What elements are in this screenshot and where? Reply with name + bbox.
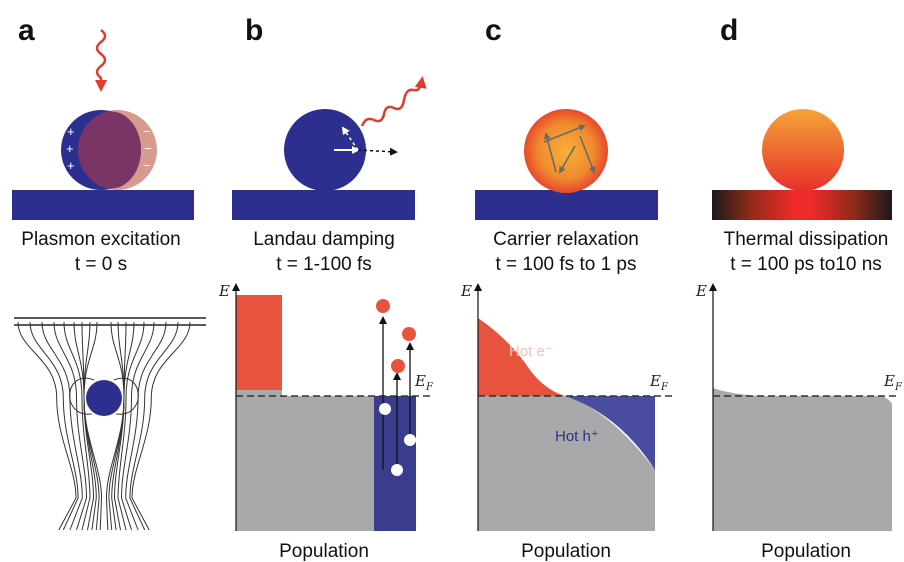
svg-text:+: + <box>67 158 75 173</box>
substrate <box>232 190 415 220</box>
substrate <box>12 190 194 220</box>
field-line <box>83 321 103 531</box>
nanoparticle-cross-section <box>86 380 122 416</box>
panel-d-energy-plot: E EF <box>695 282 903 531</box>
svg-text:−: − <box>144 141 152 156</box>
fermi-label: EF <box>649 372 669 393</box>
field-line <box>131 321 191 531</box>
hot-hole-label: Hot h⁺ <box>555 428 599 445</box>
equilibrium-distribution <box>478 396 655 531</box>
heated-substrate <box>712 190 892 220</box>
field-line <box>81 321 97 531</box>
panel-a-title: Plasmon excitation <box>21 229 180 250</box>
panel-d-top <box>712 109 892 220</box>
panel-letter-c: c <box>485 14 502 47</box>
fermi-label: EF <box>883 372 903 393</box>
field-line <box>53 321 88 531</box>
incident-photon-icon <box>95 29 107 92</box>
emitted-photon-icon <box>360 76 427 127</box>
panel-c-title: Carrier relaxation <box>493 229 639 250</box>
field-loop <box>69 377 95 415</box>
field-line <box>129 321 179 531</box>
hot-electron-label: Hot e⁻ <box>509 343 553 360</box>
hole-distribution <box>374 396 416 531</box>
hot-electron-tail <box>478 318 565 396</box>
field-line <box>117 321 145 531</box>
hot-nanoparticle <box>524 109 608 193</box>
panel-c-energy-plot: E EF Hot e⁻ Hot h⁺ <box>460 282 672 531</box>
svg-text:+: + <box>66 141 74 156</box>
field-line <box>41 321 83 531</box>
panel-a-top: + + + − − − <box>12 29 194 220</box>
panel-b-time: t = 1-100 fs <box>276 254 372 275</box>
field-line <box>120 321 155 531</box>
panel-b-top <box>232 76 427 220</box>
panel-c-time: t = 100 fs to 1 ps <box>495 254 636 275</box>
field-line <box>63 321 91 531</box>
field-line <box>113 321 135 531</box>
energy-axis-label: E <box>695 282 707 300</box>
panel-d-title: Thermal dissipation <box>724 229 889 250</box>
svg-text:+: + <box>67 124 75 139</box>
energy-axis-label: E <box>218 282 230 300</box>
field-line <box>29 321 79 531</box>
panel-c-x-label: Population <box>521 541 611 562</box>
panel-d-x-label: Population <box>761 541 851 562</box>
panel-letter-a: a <box>18 14 35 47</box>
panel-b-energy-plot: E EF <box>218 282 434 531</box>
energy-axis-label: E <box>460 282 472 300</box>
svg-text:−: − <box>143 158 151 173</box>
panel-c-top <box>475 109 658 220</box>
substrate <box>475 190 658 220</box>
panel-b-x-label: Population <box>279 541 369 562</box>
panel-b-title: Landau damping <box>253 229 395 250</box>
field-line <box>125 321 167 531</box>
panel-d-time: t = 100 ps to10 ns <box>730 254 882 275</box>
svg-text:−: − <box>143 124 151 139</box>
thermal-distribution <box>713 388 892 531</box>
panel-a-time: t = 0 s <box>75 254 127 275</box>
field-lines-diagram <box>14 317 206 531</box>
field-line <box>17 321 77 531</box>
field-line <box>111 321 127 531</box>
fermi-label: EF <box>414 372 434 393</box>
hot-hole-tail <box>565 396 655 470</box>
panel-letter-b: b <box>245 14 263 47</box>
warm-nanoparticle <box>762 109 844 191</box>
field-loop <box>113 377 139 415</box>
panel-letter-d: d <box>720 14 738 47</box>
